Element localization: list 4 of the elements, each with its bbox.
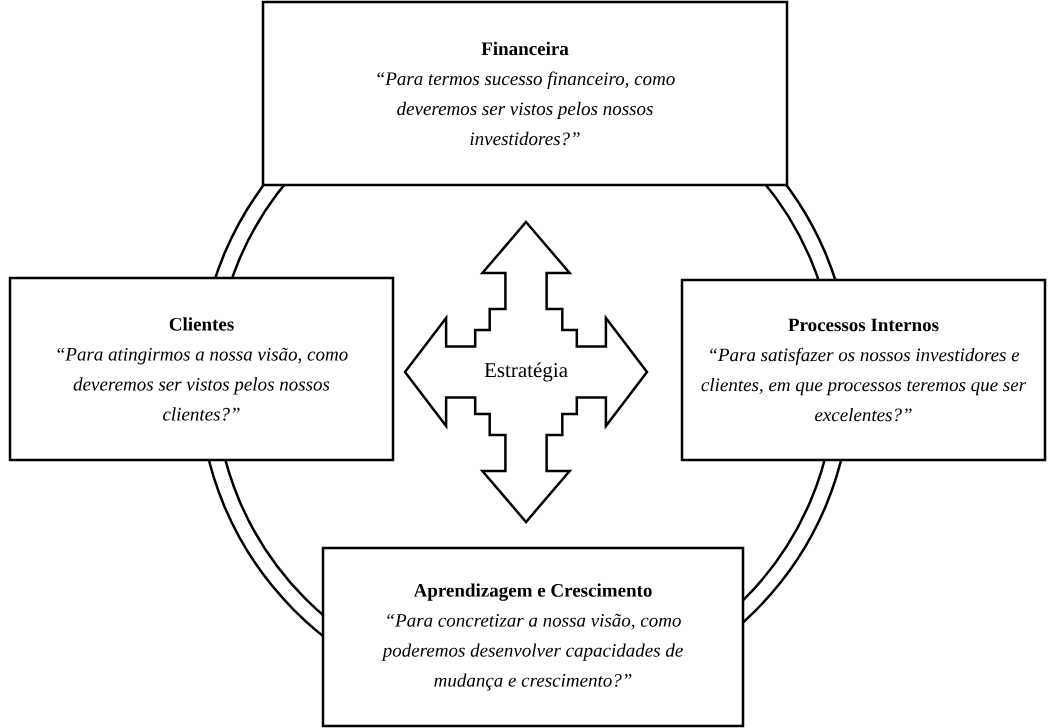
perspective-box: Clientes “Para atingirmos a nossa visão, como deveremos ser vistos pelos nossos clientes?” <box>8 276 395 462</box>
perspective-box: Aprendizagem e Crescimento “Para concretizar a nossa visão, como poderemos desenvolver capacidades de mudança e crescimento?” <box>321 546 745 728</box>
perspective-box: Processos Internos “Para satisfazer os nossos investidores e clientes, em que processos teremos que ser excelentes?” <box>680 278 1047 462</box>
perspective-box: Financeira “Para termos sucesso financeiro, como deveremos ser vistos pelos nossos investidores?” <box>261 0 789 187</box>
